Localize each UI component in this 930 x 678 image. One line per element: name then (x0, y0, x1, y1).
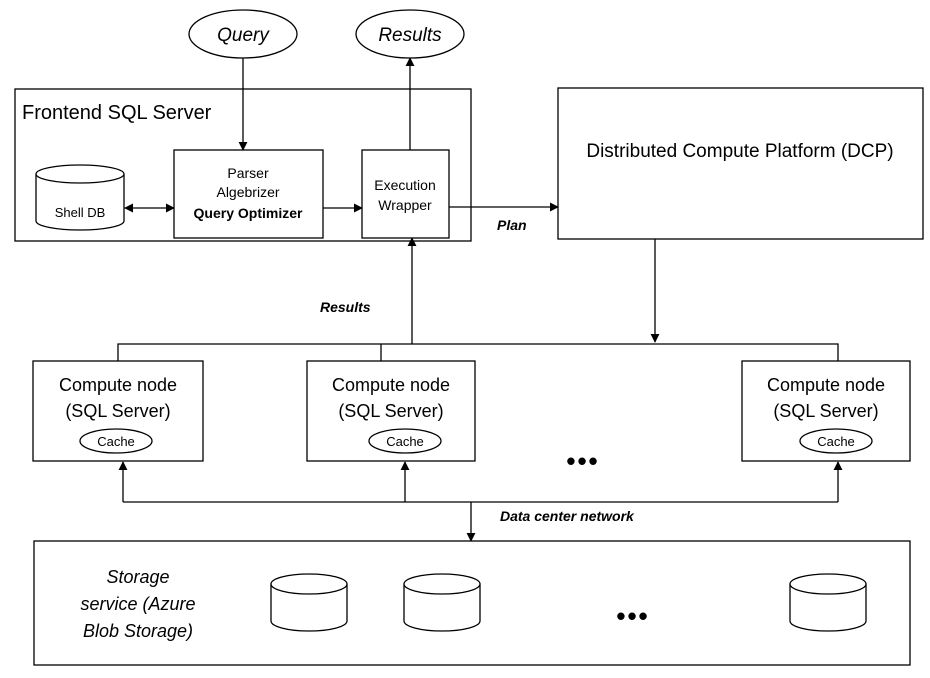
compute-node-title: Compute node (767, 375, 885, 395)
compute-ellipsis: ••• (566, 446, 599, 476)
shell-db-label: Shell DB (55, 205, 106, 220)
compute-node-subtitle: (SQL Server) (773, 401, 878, 421)
cache-label: Cache (97, 434, 135, 449)
query-node: Query (188, 9, 298, 59)
blob-cylinder-1 (270, 573, 348, 632)
compute-node-1: Compute node (SQL Server) Cache (32, 360, 204, 462)
cache-label: Cache (817, 434, 855, 449)
query-optimizer-label: Query Optimizer (194, 205, 303, 221)
results-top-node: Results (355, 9, 465, 59)
algebrizer-label: Algebrizer (216, 184, 279, 200)
plan-label: Plan (497, 217, 527, 233)
storage-ellipsis: ••• (616, 601, 649, 631)
cache-ellipse (79, 428, 153, 454)
query-label: Query (217, 25, 270, 46)
data-center-network-label: Data center network (500, 508, 635, 524)
blob-cylinder-2 (403, 573, 481, 632)
storage-label-line3: Blob Storage) (83, 621, 193, 641)
compute-node-2: Compute node (SQL Server) Cache (306, 360, 476, 462)
frontend-title: Frontend SQL Server (22, 102, 212, 124)
compute-node-title: Compute node (332, 375, 450, 395)
cache-label: Cache (386, 434, 424, 449)
compute-node-subtitle: (SQL Server) (65, 401, 170, 421)
storage-label-line1: Storage (106, 567, 169, 587)
compute-node-subtitle: (SQL Server) (338, 401, 443, 421)
cache-ellipse (799, 428, 873, 454)
storage-label-line2: service (Azure (80, 594, 195, 614)
parser-optimizer-box: Parser Algebrizer Query Optimizer (173, 149, 324, 239)
dcp-label: Distributed Compute Platform (DCP) (586, 141, 893, 162)
results-mid-label: Results (320, 299, 371, 315)
shell-db-cylinder: Shell DB (35, 164, 125, 231)
compute-node-title: Compute node (59, 375, 177, 395)
blob-cylinder-3 (789, 573, 867, 632)
compute-bus-top (117, 343, 839, 361)
parser-label: Parser (227, 165, 269, 181)
compute-node-3: Compute node (SQL Server) Cache (741, 360, 911, 462)
cache-ellipse (368, 428, 442, 454)
execution-label: Execution (374, 177, 435, 193)
results-top-label: Results (378, 25, 442, 46)
wrapper-label: Wrapper (378, 197, 432, 213)
dcp-box: Distributed Compute Platform (DCP) (557, 87, 924, 240)
execution-wrapper-box: Execution Wrapper (361, 149, 450, 239)
